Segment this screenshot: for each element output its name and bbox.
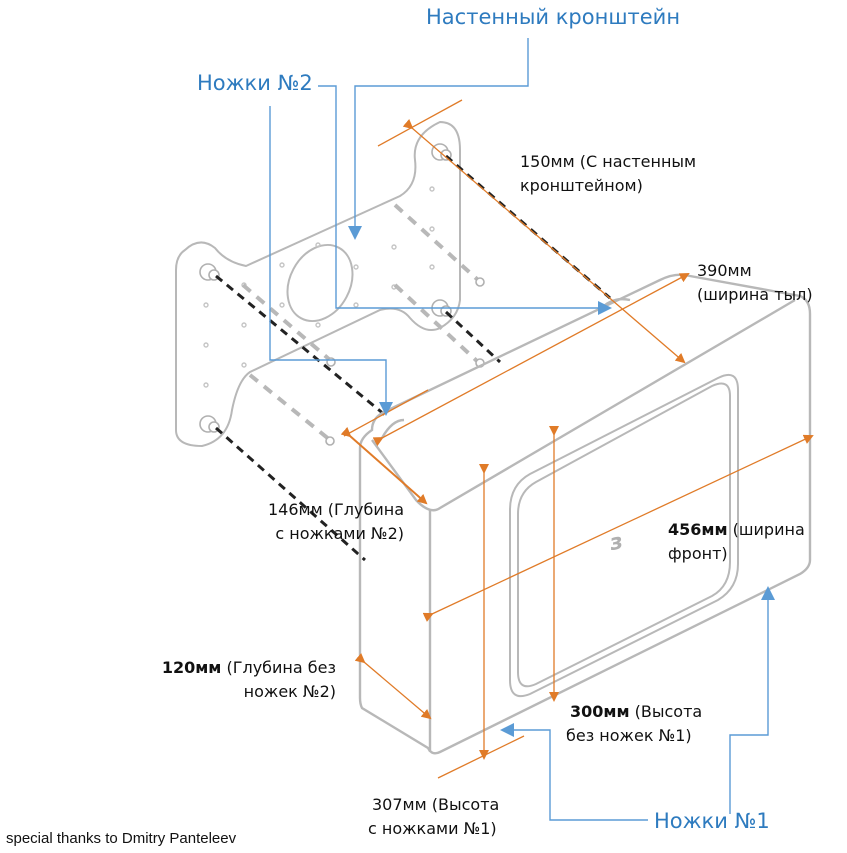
callout-feet-1: Ножки №1 bbox=[654, 809, 770, 833]
label-depth-with-feet-line2: с ножками №2) bbox=[275, 524, 404, 543]
dim-456-line bbox=[422, 434, 814, 622]
leader-feet-1-right bbox=[729, 586, 775, 814]
leader-wall-bracket bbox=[348, 38, 529, 240]
label-depth-with-feet-line1: 146мм (Глубина bbox=[268, 500, 404, 519]
label-height-with-feet-line2: с ножками №1) bbox=[368, 819, 497, 838]
dim-146-line bbox=[340, 426, 428, 505]
label-height-with-feet: 307мм (Высота с ножками №1) bbox=[368, 793, 500, 841]
label-front-width-line1: (ширина bbox=[727, 520, 805, 539]
speaker-body bbox=[358, 273, 812, 755]
dimension-lines bbox=[340, 99, 814, 779]
dim-307-ext bbox=[437, 735, 525, 779]
label-front-width: 456мм (ширина фронт) bbox=[668, 518, 805, 566]
leader-feet-2-rear bbox=[318, 85, 612, 315]
callout-leaders bbox=[269, 38, 775, 821]
label-depth-with-feet: 146мм (Глубина с ножками №2) bbox=[252, 498, 404, 546]
label-bracket-depth-line2: кронштейном) bbox=[520, 176, 643, 195]
dim-120-line bbox=[354, 653, 432, 720]
label-height-without-feet-value: 300мм bbox=[570, 702, 630, 721]
label-depth-without-feet-line1: (Глубина без bbox=[221, 658, 336, 677]
label-height-with-feet-line1: 307мм (Высота bbox=[372, 795, 500, 814]
wall-bracket bbox=[175, 120, 461, 448]
leader-feet-1-left bbox=[500, 723, 648, 821]
label-height-without-feet-line2: без ножек №1) bbox=[566, 726, 692, 745]
dim-390-line bbox=[372, 273, 690, 447]
label-back-width-line1: 390мм bbox=[697, 261, 752, 280]
label-height-without-feet: 300мм (Высота без ножек №1) bbox=[566, 700, 703, 748]
label-bracket-depth-line1: 150мм (С настенным bbox=[520, 152, 697, 171]
label-bracket-depth: 150мм (С настенным кронштейном) bbox=[520, 150, 696, 198]
label-depth-without-feet-line2: ножек №2) bbox=[243, 682, 336, 701]
label-back-width: 390мм (ширина тыл) bbox=[697, 259, 813, 307]
label-front-width-value: 456мм bbox=[668, 520, 728, 539]
callout-wall-bracket: Настенный кронштейн bbox=[426, 5, 681, 29]
credit-text: special thanks to Dmitry Panteleev bbox=[6, 830, 237, 847]
label-depth-without-feet: 120мм (Глубина без ножек №2) bbox=[140, 656, 336, 704]
label-depth-without-feet-value: 120мм bbox=[161, 658, 222, 677]
label-height-without-feet-line1: (Высота bbox=[629, 702, 703, 721]
label-back-width-line2: (ширина тыл) bbox=[697, 285, 813, 304]
callout-feet-2: Ножки №2 bbox=[197, 71, 313, 95]
leader-feet-2-front bbox=[269, 106, 393, 416]
brand-logo-icon: з bbox=[610, 528, 623, 556]
label-front-width-line2: фронт) bbox=[668, 544, 728, 563]
